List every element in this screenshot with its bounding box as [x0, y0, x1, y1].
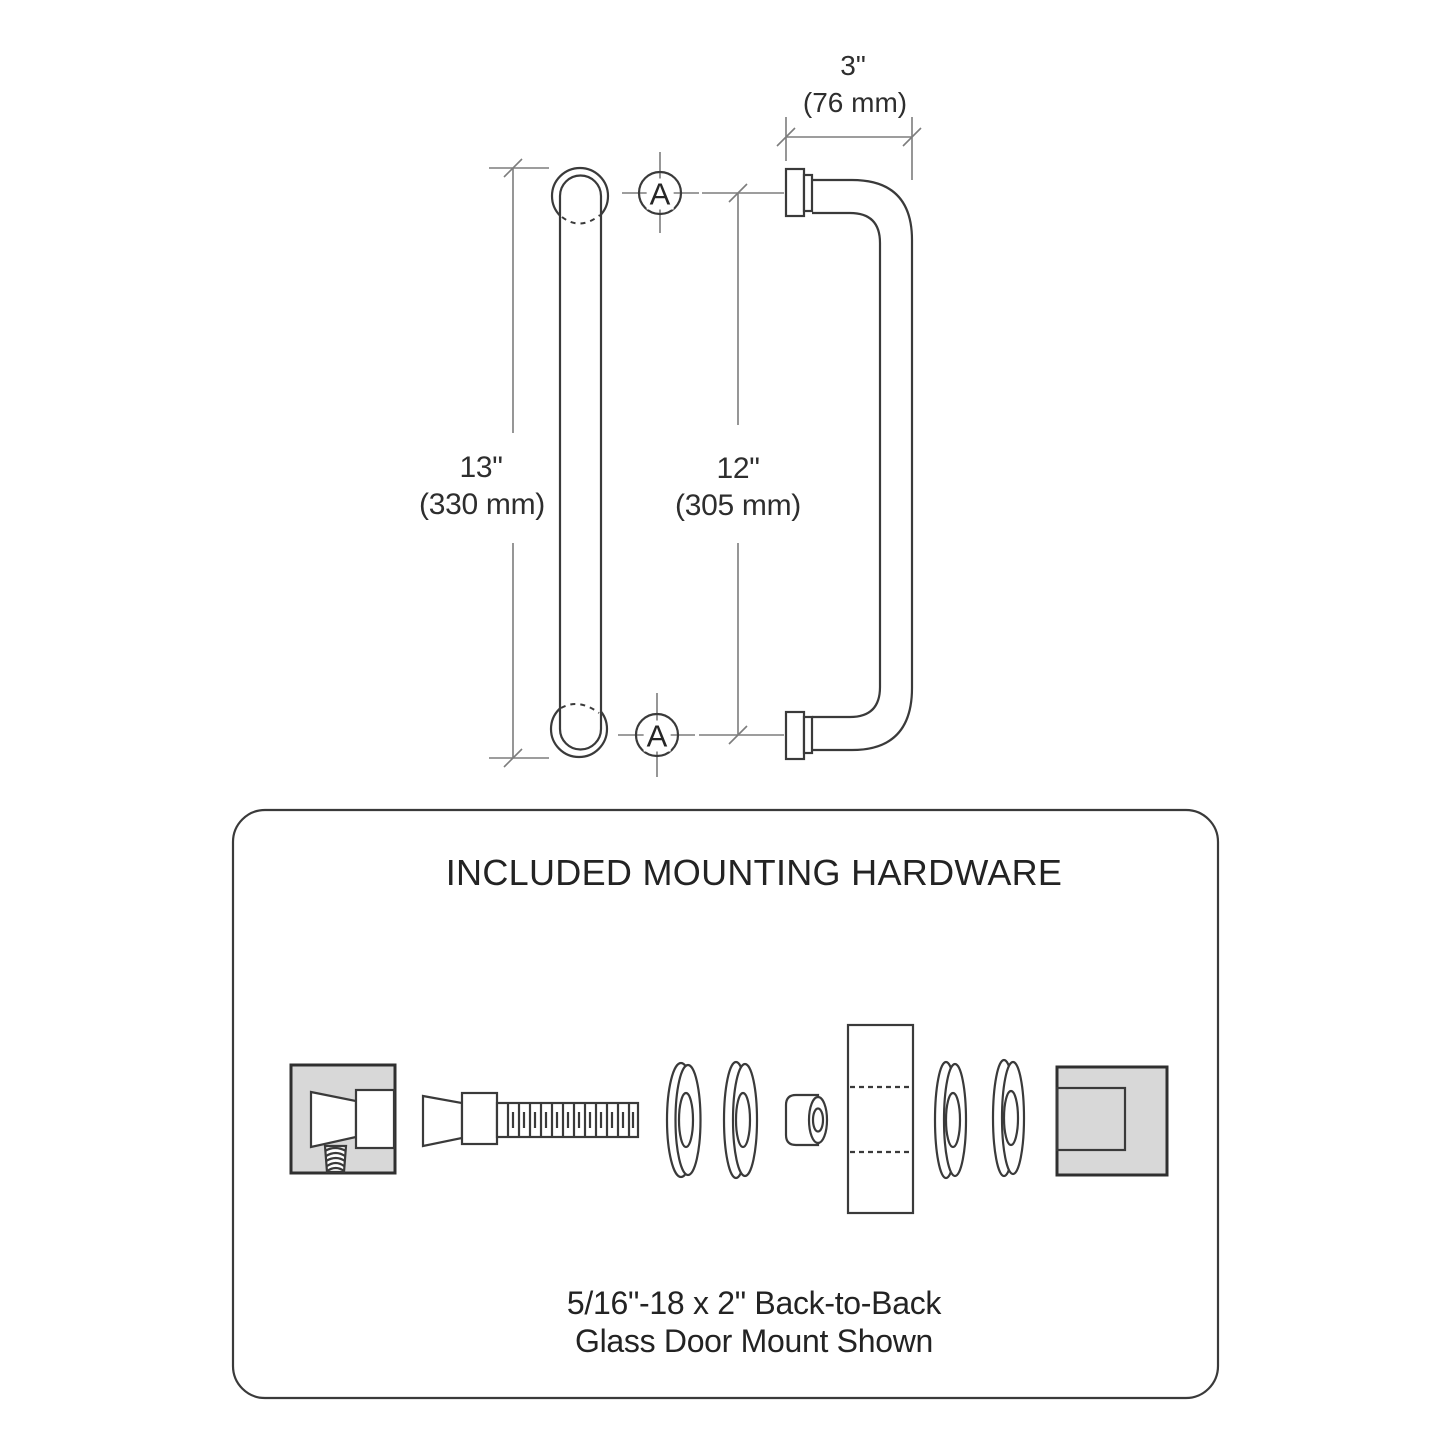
hardware-caption-line2: Glass Door Mount Shown — [574, 1323, 934, 1359]
handle-post-end-left — [289, 1063, 397, 1175]
dim-spacing-inches: 12" — [716, 452, 760, 485]
front-hidden-arc-top — [561, 214, 601, 225]
washer-1 — [665, 1061, 702, 1179]
dimension-3in — [776, 117, 922, 180]
dim-length-inches: 13" — [459, 451, 503, 484]
glass-panel — [846, 1023, 915, 1215]
handle-post-end-right — [1055, 1065, 1169, 1177]
datum-label-bottom: A — [643, 720, 671, 752]
dim-projection-mm: (76 mm) — [802, 87, 908, 118]
dimension-13in — [489, 158, 549, 768]
threaded-stud — [421, 1091, 640, 1148]
dim-spacing-mm: (305 mm) — [675, 489, 801, 522]
washer-3 — [933, 1060, 968, 1180]
side-bottom-neck — [802, 715, 814, 755]
side-top-pad — [784, 167, 806, 218]
side-tube-inner — [812, 211, 882, 719]
dimension-12in — [699, 183, 784, 745]
bushing-sleeve — [784, 1093, 829, 1147]
hardware-box-title: INCLUDED MOUNTING HARDWARE — [445, 852, 1063, 893]
side-top-neck — [802, 173, 814, 213]
hardware-caption-line1: 5/16"-18 x 2" Back-to-Back — [566, 1285, 942, 1321]
washer-2 — [722, 1060, 759, 1180]
front-hidden-arc-bottom — [560, 703, 600, 714]
dim-projection-inches: 3" — [840, 50, 866, 81]
washer-4 — [991, 1058, 1026, 1178]
front-grip-bar — [558, 174, 603, 751]
hardware-box-outline — [231, 808, 1220, 1400]
dim-length-mm: (330 mm) — [419, 488, 545, 521]
set-screw — [323, 1144, 348, 1174]
side-bottom-pad — [784, 710, 806, 761]
datum-label-top: A — [646, 178, 674, 210]
handle-side-view — [784, 167, 914, 761]
side-tube-outer — [812, 178, 914, 752]
handle-front-view — [549, 166, 610, 759]
